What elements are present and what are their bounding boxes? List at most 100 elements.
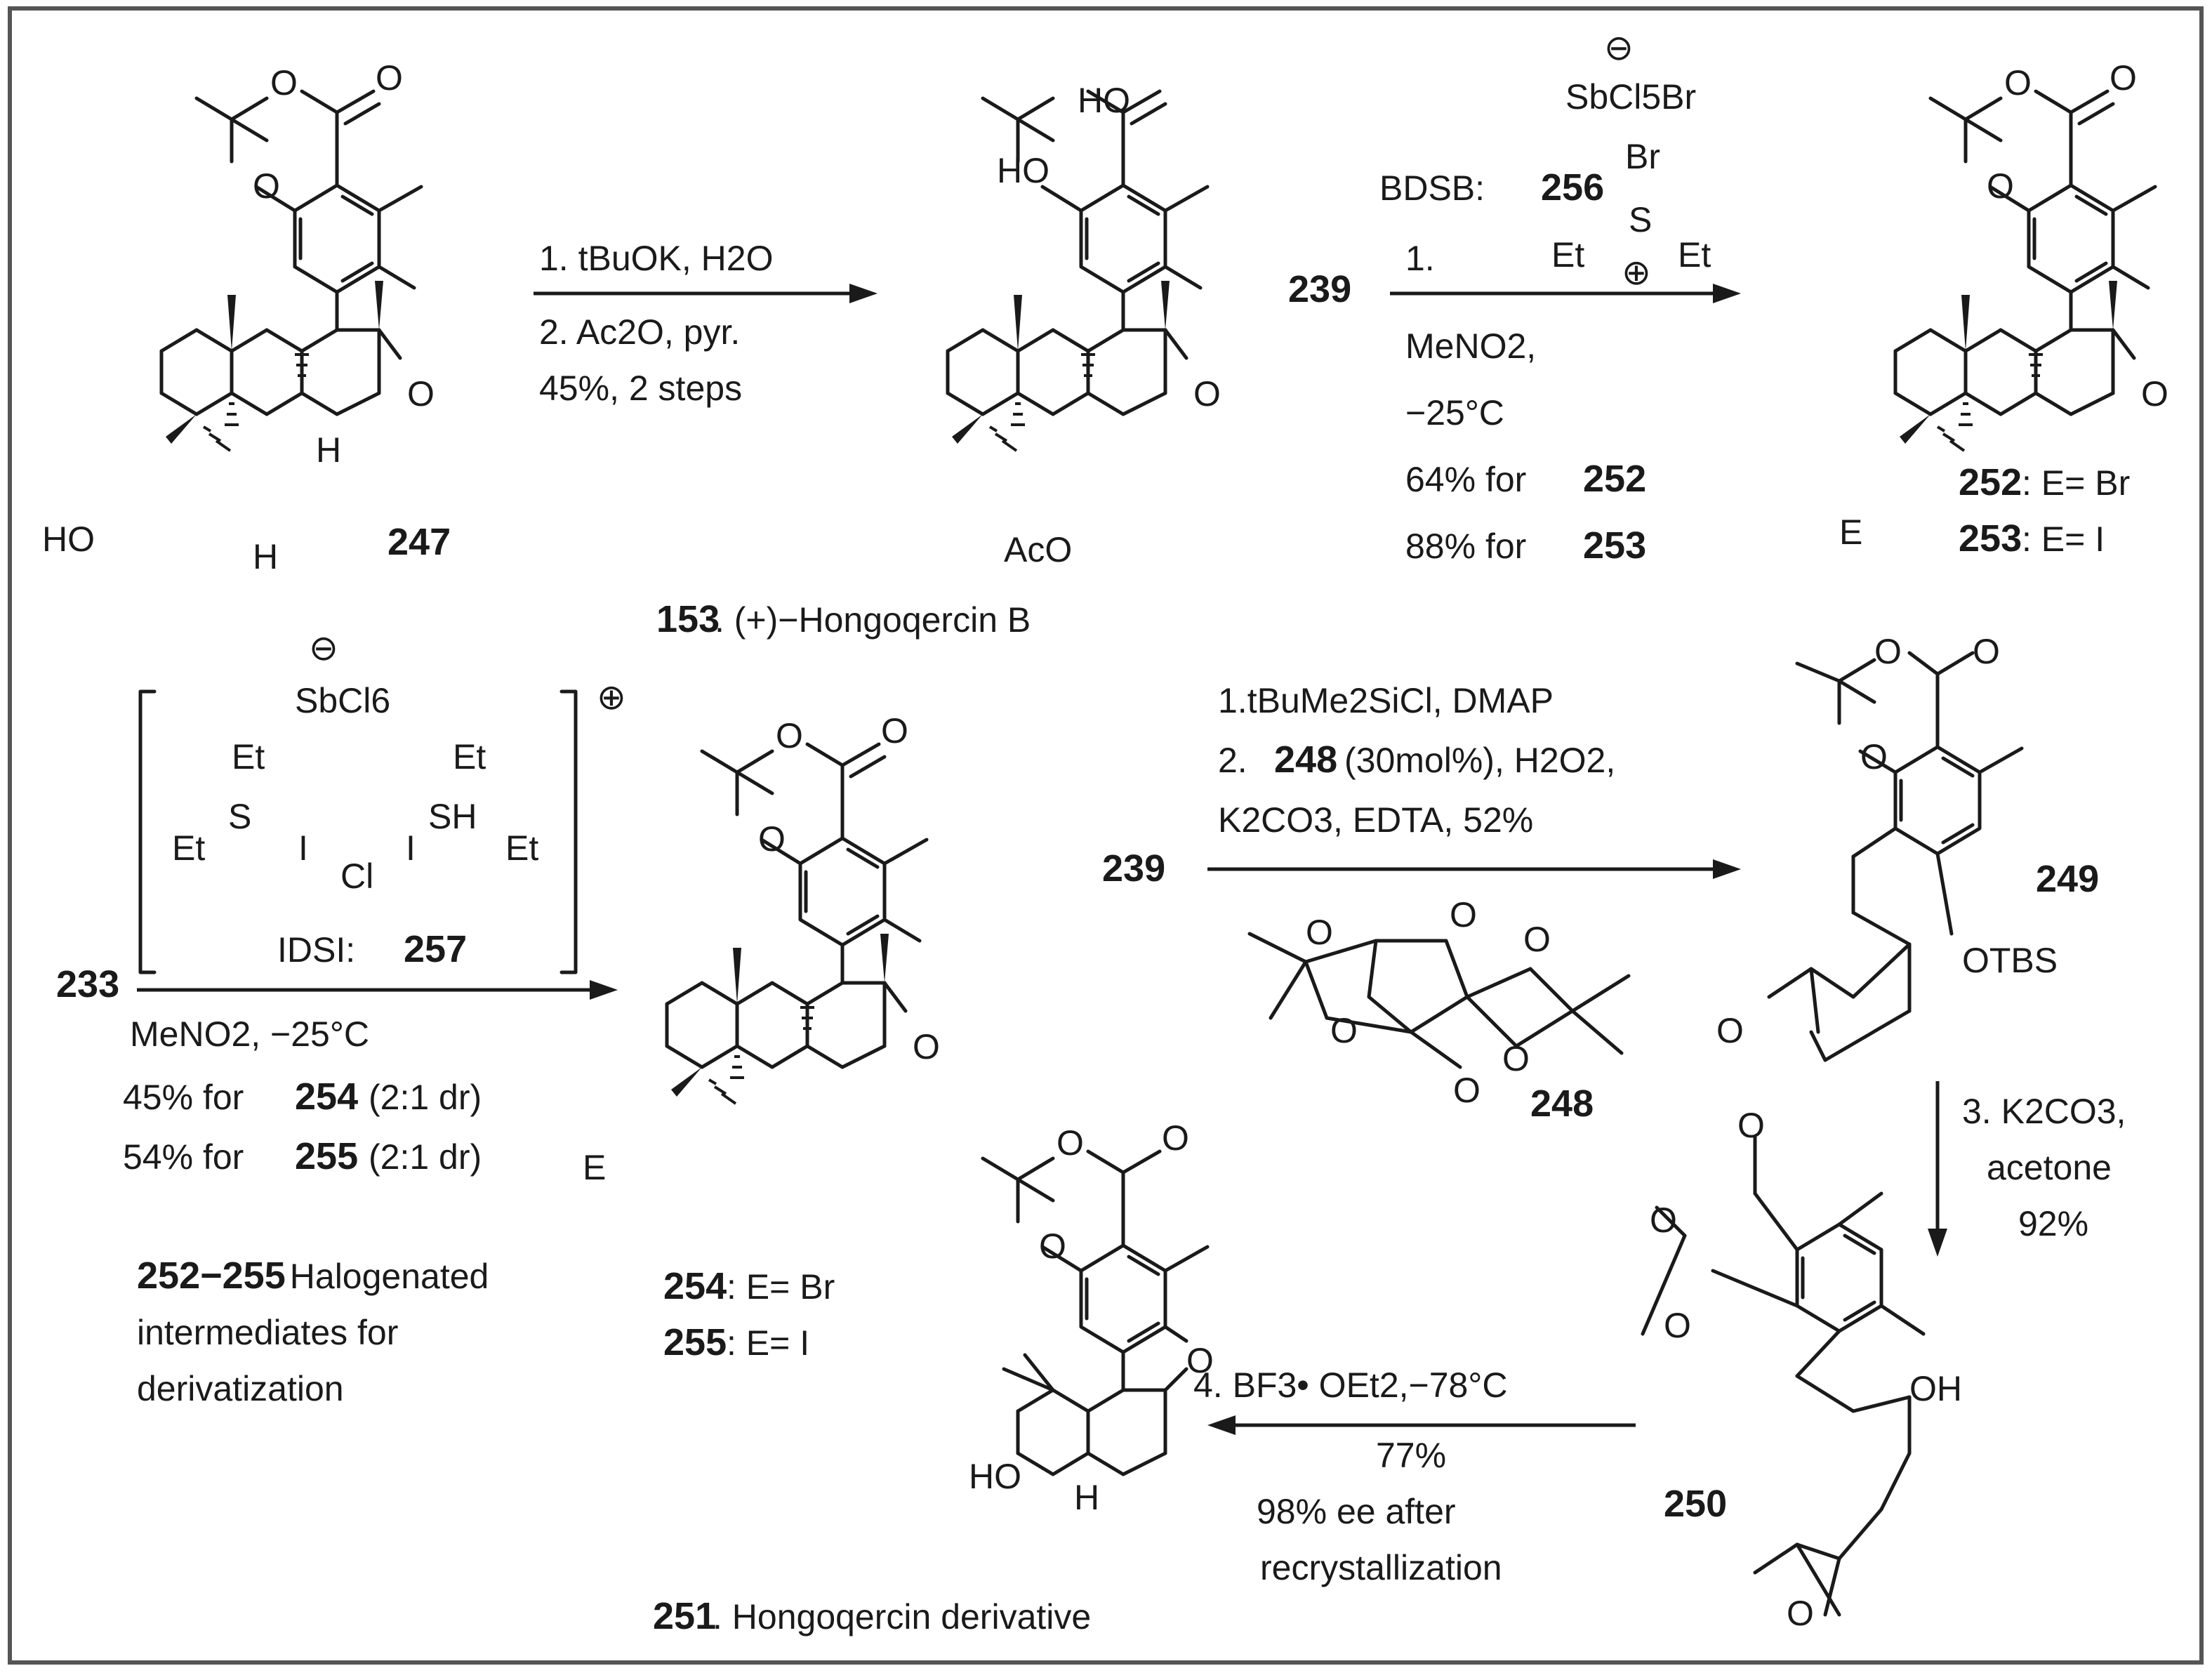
atom-label: O	[1450, 895, 1477, 934]
condition-line-2: 77%	[1376, 1436, 1446, 1475]
atom-label: O	[1330, 1011, 1358, 1050]
product-252-id: 252	[1959, 461, 2022, 503]
atom-label: Et	[1678, 235, 1711, 275]
note-line-3: derivatization	[137, 1369, 344, 1408]
condition-line-1: 3. K2CO3,	[1962, 1092, 2126, 1131]
note-line-1: . Halogenated	[270, 1257, 489, 1296]
yield-254-suffix: (2:1 dr)	[369, 1078, 482, 1117]
product-255-id: 255	[663, 1321, 727, 1363]
condition-step-2-suffix: (30mol%), H2O2,	[1344, 741, 1615, 780]
atom-label: HO	[997, 151, 1049, 190]
structure-153: HO HO O AcO	[948, 81, 1221, 569]
structure-251: O O O O H HO	[969, 1118, 1214, 1517]
plus-charge: ⊕	[597, 677, 626, 717]
structure-254-255: O O O O E	[583, 711, 940, 1187]
atom-label: Et	[232, 737, 265, 776]
minus-charge: ⊖	[309, 628, 338, 668]
atom-label: O	[253, 166, 280, 206]
atom-label: O	[376, 58, 403, 98]
condition-line-3: 98% ee after	[1257, 1492, 1456, 1531]
bracket-left	[138, 689, 157, 974]
yield-253-cpd: 253	[1583, 524, 1646, 567]
yield-253-prefix: 88% for	[1405, 527, 1526, 566]
atom-label: H	[1074, 1478, 1099, 1517]
product-250-label: 250	[1664, 1483, 1727, 1525]
structure-249: O O O OTBS O	[1716, 632, 2058, 1062]
atom-label: O	[758, 819, 786, 859]
atom-label: O	[1973, 632, 2000, 671]
condition-step-2: 2. Ac2O, pyr.	[539, 312, 740, 352]
plus-charge: ⊕	[1622, 253, 1651, 292]
yield-252-prefix: 64% for	[1405, 460, 1526, 499]
atom-label: HO	[969, 1457, 1021, 1496]
atom-label: AcO	[1004, 530, 1072, 569]
atom-label: OH	[1909, 1369, 1962, 1408]
atom-label: O	[1737, 1106, 1765, 1145]
atom-label: SH	[428, 797, 477, 836]
reactant-233: 233	[56, 963, 119, 1005]
atom-label: Et	[172, 828, 205, 868]
atom-label: O	[1523, 920, 1551, 959]
atom-label: HO	[1078, 81, 1130, 120]
condition-step-2-prefix: 2.	[1218, 741, 1247, 780]
bdsb-id-256: 256	[1541, 166, 1604, 209]
compound-153-caption: . (+)−Hongoqercin B	[715, 600, 1031, 640]
atom-label: O	[407, 374, 435, 414]
condition-solvent-temp: MeNO2, −25°C	[130, 1014, 369, 1054]
atom-label: O	[1039, 1226, 1066, 1266]
atom-label: S	[1629, 200, 1652, 239]
note-line-2: intermediates for	[137, 1313, 398, 1352]
catalyst-248-ref: 248	[1274, 739, 1337, 781]
condition-line-2: acetone	[1987, 1148, 2112, 1187]
product-254-text: : E= Br	[727, 1267, 835, 1307]
compound-247-label: 247	[388, 521, 451, 563]
atom-label: Cl	[340, 857, 373, 896]
atom-label: O	[270, 63, 298, 103]
yield-255-cpd: 255	[295, 1135, 358, 1177]
bdsb-prefix: BDSB:	[1379, 168, 1485, 208]
counterion-sbcl5br: SbCl5Br	[1565, 77, 1696, 117]
idsi-prefix: IDSI:	[277, 930, 355, 970]
atom-label: O	[913, 1027, 940, 1066]
counterion-sbcl6: SbCl6	[295, 681, 390, 720]
atom-label: OTBS	[1962, 941, 2058, 980]
condition-yield: 45%, 2 steps	[539, 369, 742, 408]
atom-label: E	[583, 1148, 606, 1187]
atom-label: S	[228, 797, 251, 836]
yield-254-prefix: 45% for	[123, 1078, 244, 1117]
figure-frame	[8, 6, 2204, 1665]
product-252-text: : E= Br	[2022, 463, 2130, 503]
atom-label: O	[1874, 632, 1902, 671]
atom-label: Et	[1551, 235, 1584, 275]
atom-label: H	[316, 430, 341, 470]
condition-solvent: MeNO2,	[1405, 326, 1536, 366]
structure-250: O O O OH O	[1641, 1106, 1962, 1633]
yield-255-prefix: 54% for	[123, 1137, 244, 1177]
atom-label: Et	[453, 737, 486, 776]
structure-247: O O O O H H HO	[42, 58, 435, 576]
reactant-239-mid: 239	[1102, 847, 1165, 890]
atom-label: O	[2004, 63, 2032, 103]
atom-label: H	[253, 537, 278, 576]
atom-label: Et	[505, 828, 538, 868]
atom-label: O	[2110, 58, 2137, 98]
atom-label: O	[1162, 1118, 1189, 1158]
yield-254-cpd: 254	[295, 1076, 358, 1118]
atom-label: O	[1306, 913, 1333, 952]
atom-label: E	[1839, 513, 1862, 552]
condition-line-4: recrystallization	[1260, 1548, 1502, 1587]
atom-label: O	[1186, 1341, 1214, 1380]
structure-248: O O O O O O	[1247, 895, 1631, 1110]
atom-label: O	[1502, 1039, 1530, 1078]
compound-153-label: 153	[656, 598, 720, 640]
atom-label: O	[881, 711, 908, 750]
product-255-text: : E= I	[727, 1323, 809, 1363]
atom-label: I	[406, 828, 416, 868]
reactant-239-top: 239	[1288, 268, 1351, 310]
catalyst-248-label: 248	[1530, 1083, 1594, 1125]
note-range: 252−255	[137, 1255, 286, 1297]
compound-251-caption: . Hongoqercin derivative	[713, 1597, 1091, 1636]
structure-252-253: O O O O E	[1839, 58, 2168, 552]
atom-label: O	[1193, 374, 1221, 414]
